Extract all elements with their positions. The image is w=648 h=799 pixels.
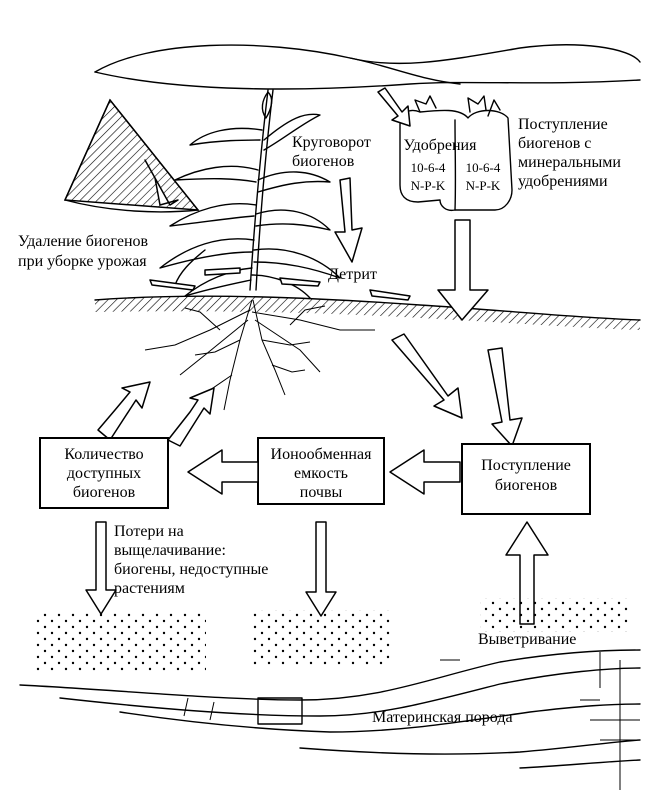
box-exchange-line1: Ионообменная — [271, 446, 373, 463]
uptake-arrow-1 — [97, 381, 151, 441]
leaching-label-line1: Потери на — [114, 523, 184, 540]
fertilizer-input-label-line2: биогенов с — [518, 135, 591, 152]
bag-ratio-1: 10-6-4 — [411, 160, 446, 175]
leaching-arrow-1 — [85, 521, 117, 615]
leaching-label-line4: растениям — [114, 580, 185, 597]
fertilizer-title: Удобрения — [404, 137, 478, 154]
harvest-removal-label-line2: при уборке урожая — [18, 253, 147, 270]
leaching-arrow-2 — [305, 521, 337, 617]
box-available-line2: доступных — [67, 465, 141, 482]
parent-rock-layers — [19, 649, 641, 790]
fertilizer-bags: Удобрения 10-6-4 N-P-K 10-6-4 N-P-K — [399, 95, 513, 212]
cycle-label-line1: Круговорот — [292, 134, 371, 151]
uptake-arrow-2 — [167, 387, 215, 447]
box-available-line1: Количество — [64, 446, 143, 463]
weathering-label: Выветривание — [478, 631, 576, 648]
box-exchange-line3: почвы — [300, 484, 343, 501]
harvest-removal-label-line1: Удаление биогенов — [18, 233, 149, 250]
box-nutrient-input: Поступление биогенов — [461, 443, 591, 515]
box-exchange-line2: емкость — [294, 465, 348, 482]
parent-rock-label: Материнская порода — [372, 709, 513, 726]
box-available-nutrients: Количество доступных биогенов — [39, 437, 169, 509]
detritus-fragments — [149, 267, 411, 301]
cycle-label-line2: биогенов — [292, 153, 355, 170]
fertilizer-to-soil-arrow — [437, 219, 489, 321]
cycle-arrow — [334, 177, 363, 263]
box-input-line1: Поступление — [481, 457, 571, 474]
leaching-label-line2: выщелачивание: — [114, 542, 226, 559]
plant-icon — [159, 89, 341, 299]
roots-icon — [144, 299, 375, 411]
fertilizer-input-label-line1: Поступление — [518, 116, 608, 133]
input-to-exchange-arrow — [389, 449, 461, 495]
haystack-icon — [63, 98, 200, 213]
fertilizer-input-label-line3: минеральными — [518, 154, 621, 171]
fertilizer-to-input-arrow — [487, 347, 523, 447]
leaching-label-line3: биогены, недоступные — [114, 561, 268, 578]
cloud-shape — [94, 44, 641, 90]
exchange-to-available-arrow — [187, 449, 259, 495]
bag-npk-1: N-P-K — [411, 178, 446, 193]
bag-npk-2: N-P-K — [466, 178, 501, 193]
bag-ratio-2: 10-6-4 — [466, 160, 501, 175]
box-exchange-capacity: Ионообменная емкость почвы — [257, 437, 385, 505]
detritus-to-input-arrow — [391, 333, 463, 419]
fertilizer-input-label-line4: удобрениями — [518, 173, 608, 190]
fertilizer-drop-arrow — [377, 87, 411, 127]
box-available-line3: биогенов — [73, 484, 136, 501]
detritus-label: Детрит — [328, 266, 377, 283]
box-input-line2: биогенов — [495, 477, 558, 494]
soil-surface — [94, 295, 641, 330]
soil-dots — [36, 598, 630, 672]
